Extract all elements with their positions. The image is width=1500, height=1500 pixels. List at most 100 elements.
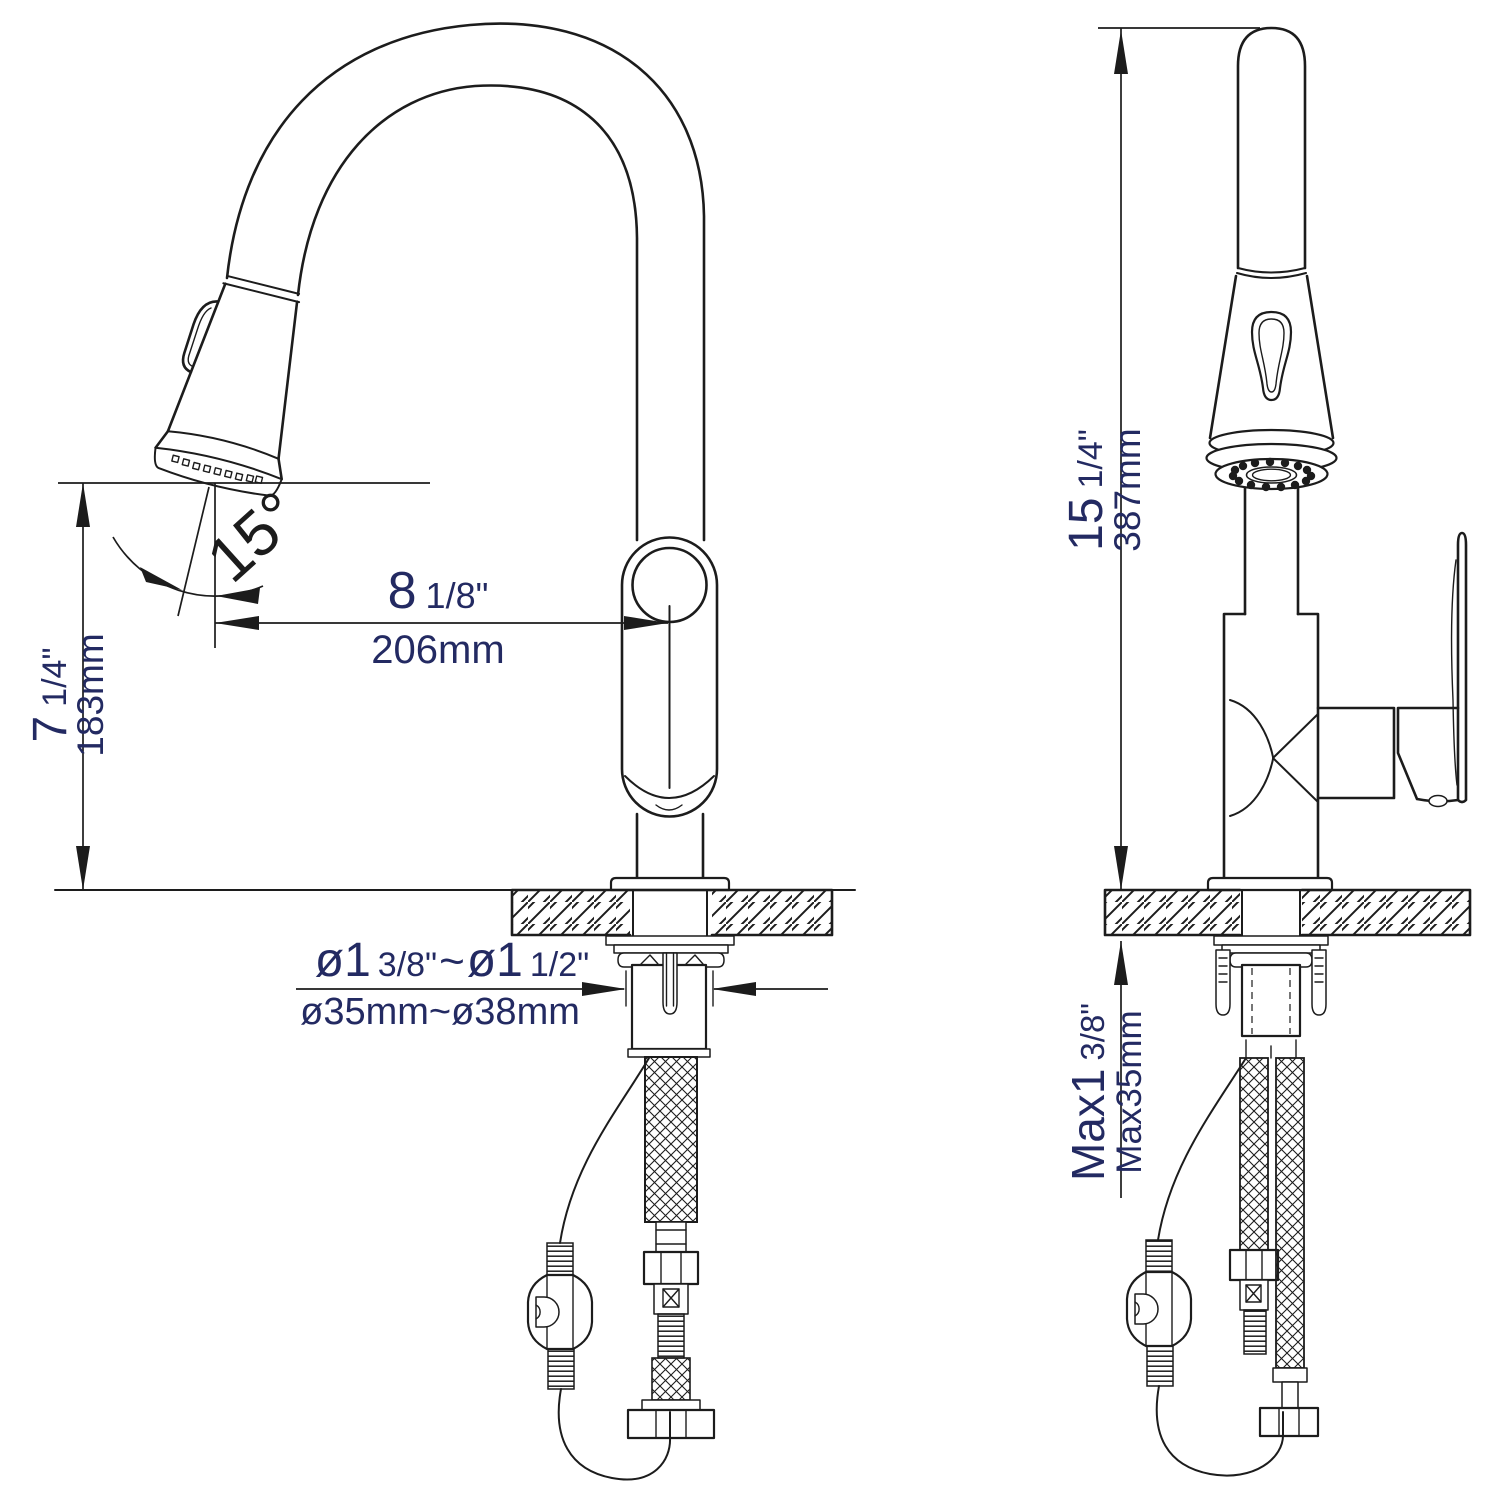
countertop-hatch-left: [512, 890, 630, 935]
front-handle: [1316, 531, 1468, 808]
front-supply-hoses: [1228, 1057, 1320, 1438]
weight-rib-bottom: [1146, 1345, 1174, 1387]
side-spray-head: [153, 274, 301, 497]
overall-height-imperial: 151/4": [1060, 429, 1113, 551]
countertop-hatch-right: [712, 890, 832, 935]
braided-hose-left: [1239, 1057, 1269, 1251]
wand-cone: [1208, 274, 1335, 440]
arrowhead-up: [76, 483, 90, 527]
reach-metric: 206mm: [371, 628, 504, 672]
countertop-hatch-right: [1302, 890, 1470, 935]
angle-label: 15°: [193, 478, 313, 596]
spray-head-shoulder: [166, 430, 280, 460]
side-faucet-body: [609, 536, 731, 892]
front-hose-weight: [1125, 1057, 1285, 1477]
spray-button-outer: [1250, 310, 1293, 402]
braided-hose-right: [1275, 1057, 1305, 1369]
base-flange: [1206, 876, 1334, 892]
lower-column: [1243, 486, 1300, 616]
valve-box: [1245, 1284, 1262, 1303]
screw-threads: [1218, 957, 1324, 983]
weight-latch-detail: [535, 1304, 541, 1320]
spout-height-imperial: 71/4": [24, 647, 77, 742]
arrowhead-right: [582, 982, 626, 996]
valve-box-x: [1245, 1284, 1262, 1303]
body-bottom-detail: [655, 804, 683, 811]
nozzle-dot: [224, 469, 233, 479]
weight-latch-detail: [1134, 1301, 1140, 1317]
front-faucet-body: [1206, 486, 1334, 892]
spray-head-junction-line: [222, 274, 301, 304]
arrowhead-right: [624, 616, 668, 630]
spray-head-button-inner: [187, 307, 212, 367]
spray-button-inner: [1258, 318, 1285, 393]
lever-blade-contour: [1450, 559, 1458, 786]
nozzle-dot: [213, 467, 223, 476]
spray-nozzles: [171, 454, 264, 485]
threaded-section: [657, 1313, 685, 1359]
bracket-clip-left: [640, 954, 659, 965]
side-mounting-hardware: [605, 889, 735, 1058]
weight-latch: [1134, 1293, 1159, 1325]
dim-overall-height: 151/4" 387mm: [1060, 27, 1260, 890]
body-chevron: [1272, 713, 1319, 803]
base-flange: [609, 876, 731, 892]
weight-cable-upper: [559, 1057, 650, 1244]
bracket-clip-right: [685, 954, 704, 965]
hose-ferrule: [655, 1221, 687, 1253]
nozzle-dot: [202, 464, 212, 474]
nozzle-dot: [171, 454, 180, 464]
side-view: 71/4" 183mm 15° 81/8" 206mm: [24, 22, 856, 1481]
end-hex-facets: [1278, 1407, 1300, 1437]
arrowhead-up: [1114, 30, 1128, 74]
body-base-column: [635, 812, 705, 880]
body-capsule: [620, 536, 719, 818]
angle-arrowhead-right: [216, 588, 260, 604]
weight-cable-lower: [1155, 1385, 1285, 1477]
shank-bottom-flange: [627, 1048, 711, 1058]
end-hex-facets: [655, 1409, 687, 1439]
ferrule-lines: [655, 1229, 687, 1245]
front-view: 151/4" 387mm Max13/8" Max35mm: [1060, 26, 1472, 1477]
shank-dashed-lines: [1251, 968, 1291, 1034]
front-spray-nozzles: [1228, 457, 1316, 492]
shank-through-counter: [1241, 889, 1301, 939]
dim-spout-height: 71/4" 183mm: [24, 482, 430, 890]
hole-extension-lines: [625, 970, 714, 1007]
braided-hose: [644, 1056, 698, 1223]
nozzle-dot: [181, 458, 191, 467]
shank-split: [1241, 1035, 1301, 1059]
body-outline: [1222, 612, 1320, 880]
front-countertop: [1103, 888, 1472, 937]
deck-metric: Max35mm: [1110, 1010, 1149, 1173]
deck-imperial: Max13/8": [1062, 1003, 1114, 1181]
hose-end-collar: [641, 1399, 701, 1411]
washer-plate-2: [613, 944, 729, 954]
hose-end-hex-nut: [1258, 1406, 1320, 1438]
hex-facets: [660, 1251, 682, 1285]
bolt-inner-lines: [665, 952, 675, 1007]
mounting-shank: [1240, 963, 1302, 1038]
weight-rib-top: [546, 1242, 574, 1276]
nozzle-dot: [245, 474, 255, 483]
spout-outer-curve: [225, 22, 706, 542]
shank-through-counter: [632, 889, 708, 939]
weight-rib-bottom: [547, 1348, 575, 1390]
hex-coupling-nut: [642, 1250, 700, 1286]
spray-head-flare: [154, 429, 283, 481]
hex-facets: [1245, 1249, 1263, 1281]
weight-cable-upper: [1157, 1057, 1247, 1241]
side-supply-hose: [626, 1056, 716, 1440]
side-countertop: [54, 888, 856, 937]
spout-height-metric: 183mm: [70, 633, 111, 756]
front-spout-column: [1236, 26, 1307, 279]
washer-plate-1: [605, 935, 735, 946]
spout-inner-curve: [296, 84, 639, 542]
front-mounting-hardware: [1213, 889, 1329, 1059]
dim-deck-thickness: Max13/8" Max35mm: [1062, 941, 1149, 1198]
handle-hub: [1316, 706, 1396, 800]
